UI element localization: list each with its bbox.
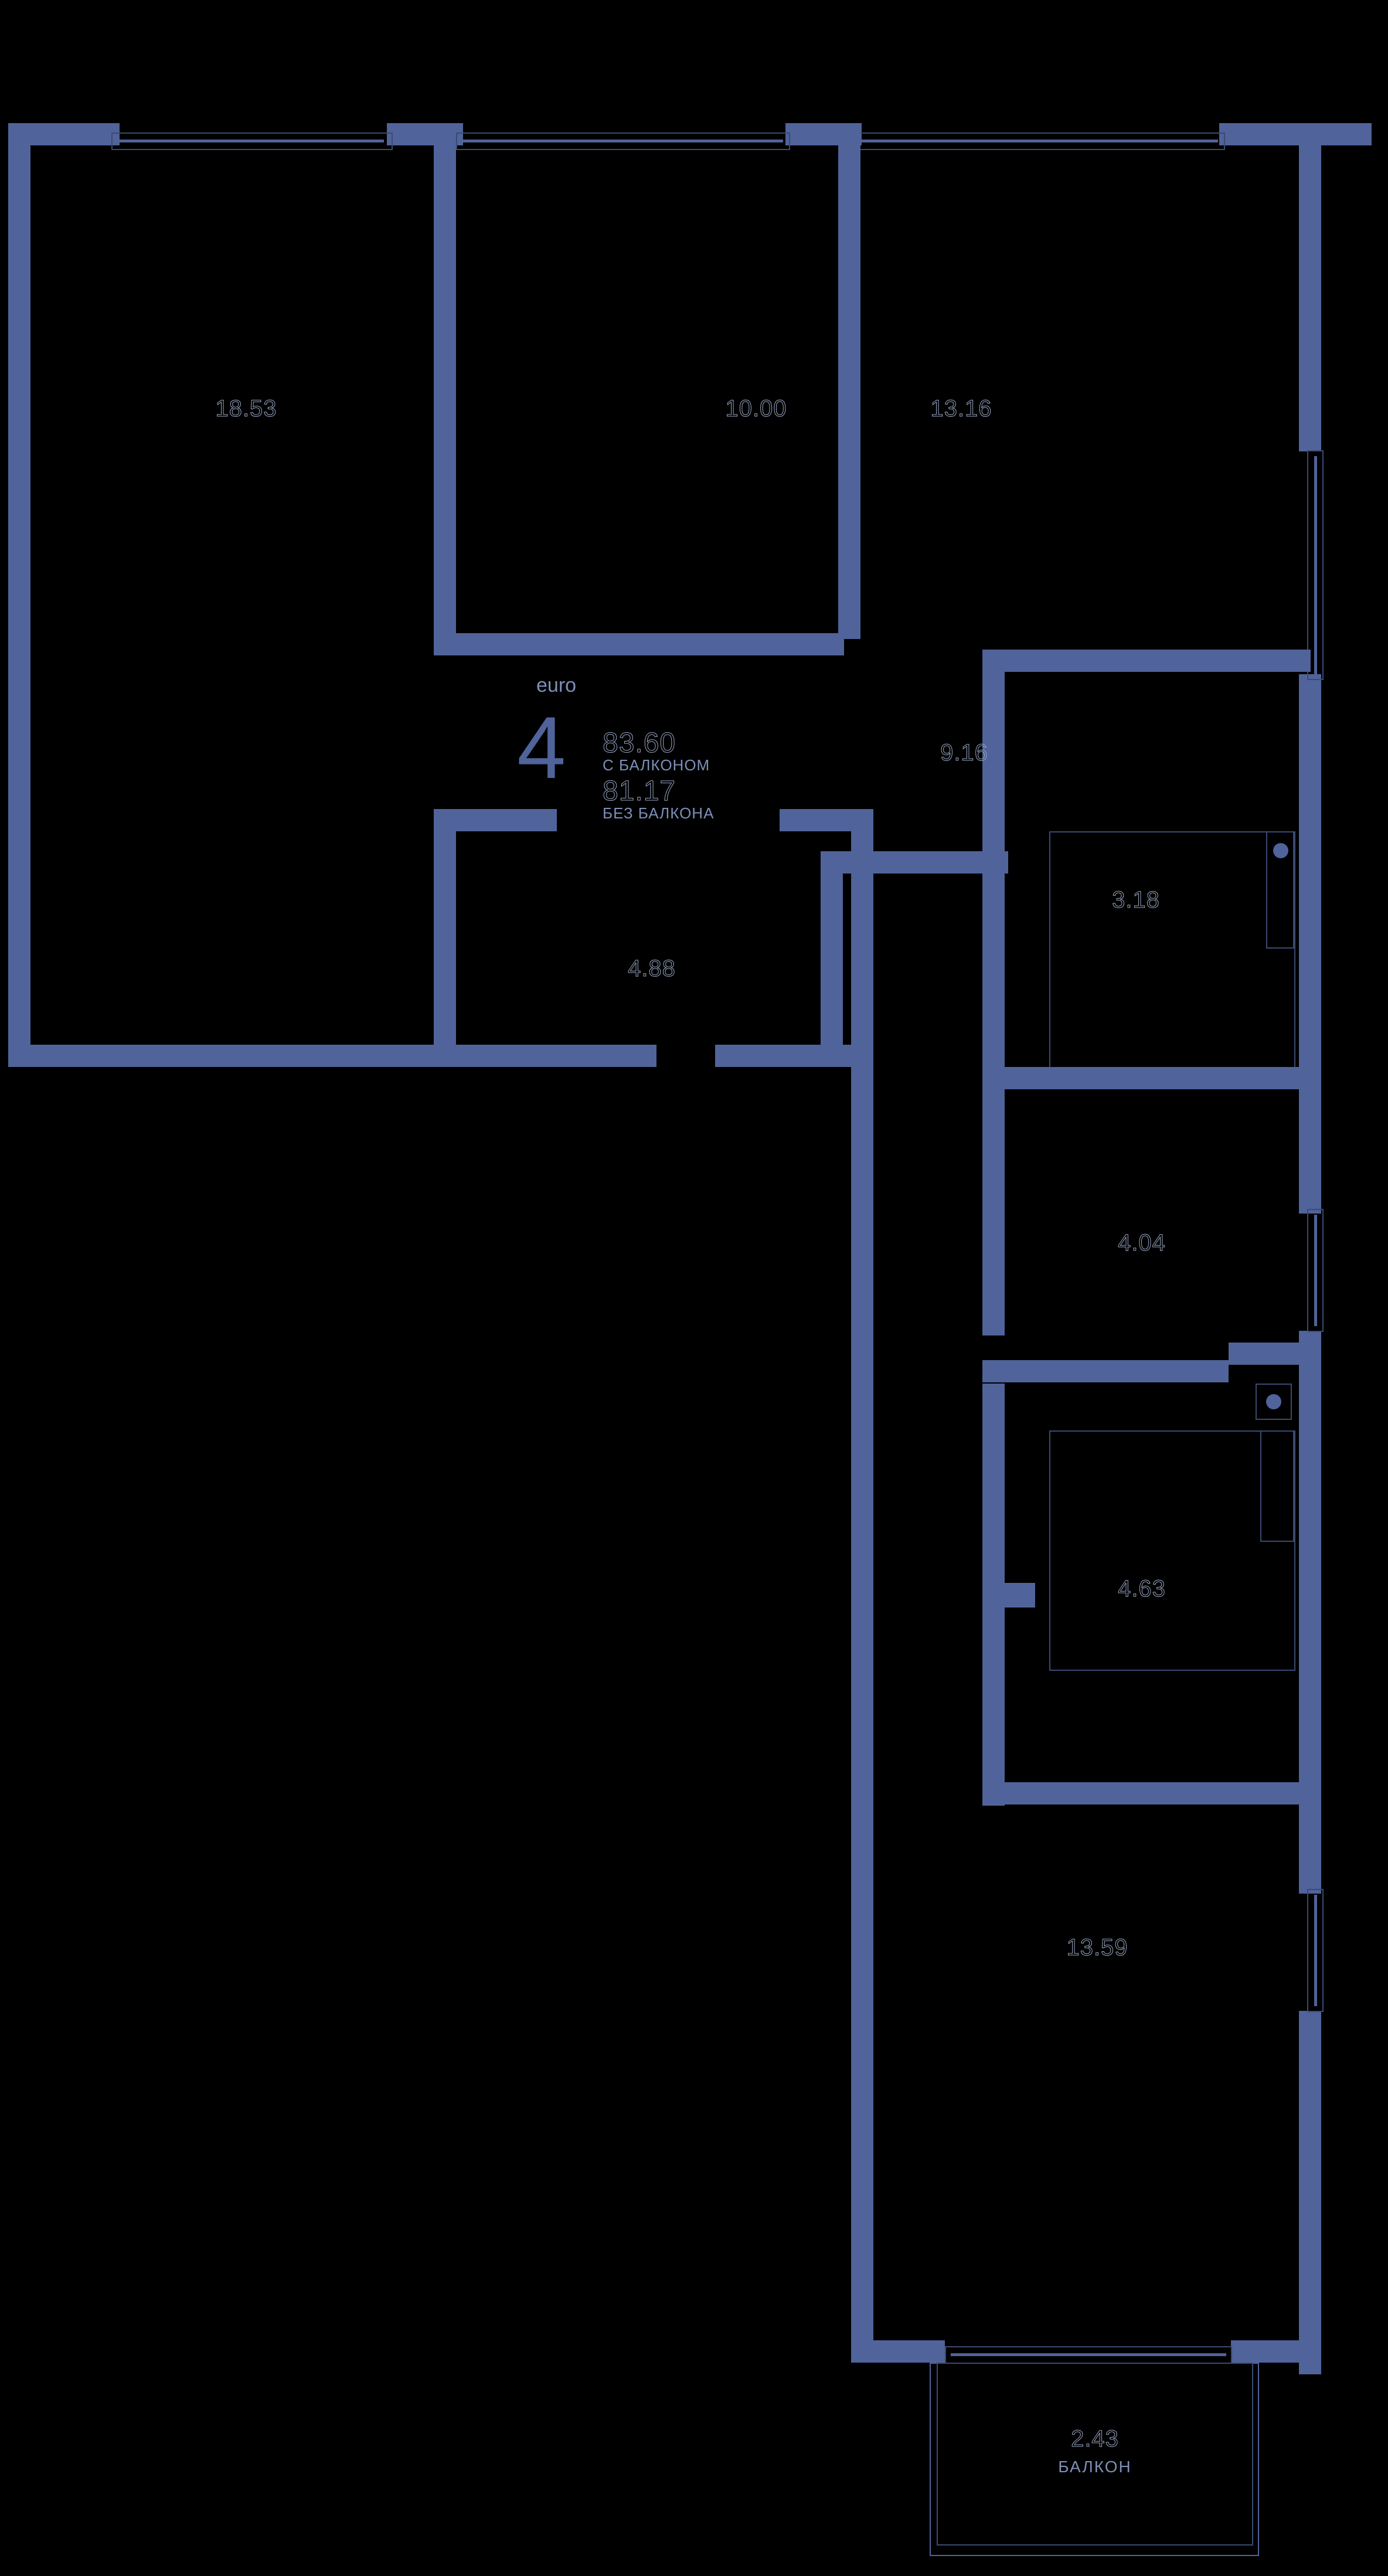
wall-right-outer-upper [1299, 123, 1321, 451]
window-frame-right-2 [1307, 1209, 1324, 1332]
wall-right-outer-lower [1299, 2011, 1321, 2374]
wall-bath-lower-notch [1005, 1583, 1035, 1608]
window-sash-right-3 [1314, 1895, 1317, 2006]
window-sash-right-1 [1314, 456, 1317, 674]
area-label-wc: 4.04 [1118, 1230, 1166, 1256]
area-label-living: 13.59 [1066, 1935, 1128, 1961]
fixture-box-toilet-upper [1266, 831, 1294, 949]
wall-living-left-jog [851, 1395, 873, 1419]
wall-partition-bedroomL-bedroomM [434, 123, 456, 339]
fixture-dot-sink-mid [1266, 1394, 1281, 1409]
wall-wc-bottom [982, 1360, 1229, 1382]
wall-hall-right [851, 809, 873, 1067]
wall-wc-left [982, 1089, 1005, 1335]
rooms-count: 4 [517, 698, 566, 797]
area-without-balcony-value: 81.17 [602, 776, 676, 807]
wall-bedroomR-bottom [982, 650, 1311, 672]
wall-bath-lower-left2 [982, 1618, 1005, 1806]
wall-corridor-long-vert [851, 1067, 873, 2363]
area-label-bathroom-upper: 3.18 [1112, 887, 1160, 913]
area-label-hall: 4.88 [628, 956, 676, 982]
window-frame-right-1 [1307, 450, 1324, 680]
window-sash-right-2 [1314, 1215, 1317, 1326]
wall-bath-upper-left [982, 868, 1005, 1090]
wall-top-far-right-outer [1219, 123, 1372, 145]
wall-corridor-bottom [821, 851, 1008, 874]
window-frame-top-2 [456, 132, 790, 150]
wall-hall-bottom-left [557, 1045, 656, 1067]
fixture-box-shower-lower [1260, 1430, 1294, 1542]
area-label-bathroom-lower: 4.63 [1118, 1576, 1166, 1602]
window-frame-top-1 [111, 132, 393, 150]
wall-left-block-bottom [8, 1045, 653, 1067]
wall-hall-bottom-right [715, 1045, 873, 1067]
wall-corridor-left-lower [821, 851, 843, 1051]
wall-living-bottom-left [851, 2340, 945, 2363]
wall-bath-lower-left [982, 1384, 1005, 1618]
window-sash-top-3 [862, 140, 1218, 142]
wall-hall-top-left [434, 809, 557, 831]
wall-living-bottom-right [1231, 2340, 1321, 2363]
window-frame-right-3 [1307, 1889, 1324, 2012]
room-outline-bathroom-lower [1049, 1430, 1295, 1671]
wall-partition-bedroomM-bedroomR [838, 123, 860, 639]
area-label-balcony: 2.43 [1071, 2426, 1119, 2452]
wall-corridor-left-vert [982, 650, 1005, 852]
area-label-bedroom-left: 18.53 [215, 396, 277, 422]
window-sash-top-1 [117, 140, 384, 142]
area-label-corridor: 9.16 [940, 740, 988, 766]
wall-hall-left [434, 809, 456, 1067]
room-name-balcony: БАЛКОН [1058, 2458, 1132, 2476]
area-label-bedroom-right: 13.16 [930, 396, 992, 422]
fixture-dot-toilet-upper [1273, 843, 1288, 858]
wall-bath-lower-bottom [982, 1782, 1311, 1804]
series-label: euro [536, 674, 577, 696]
room-outline-balcony-inner [937, 2363, 1253, 2546]
wall-right-outer-mid2 [1299, 1331, 1321, 1894]
window-sash-balcony-door [951, 2353, 1226, 2356]
area-with-balcony-caption: С БАЛКОНОМ [603, 756, 710, 774]
wall-right-outer-mid1 [1299, 674, 1321, 1214]
title-block: euro 4 83.60 С БАЛКОНОМ 81.17 БЕЗ БАЛКОН… [504, 674, 785, 827]
wall-bath-upper-bottom [982, 1067, 1311, 1089]
wall-left-outer [8, 123, 30, 1067]
wall-bedroomM-bottom [434, 633, 844, 655]
room-outline-bathroom-upper [1049, 831, 1295, 1072]
wall-wc-bottom-right [1229, 1343, 1316, 1365]
area-with-balcony-value: 83.60 [602, 728, 676, 759]
area-label-bedroom-mid: 10.00 [725, 396, 787, 422]
window-sash-top-2 [462, 140, 783, 142]
fixture-box-sink-mid [1256, 1384, 1292, 1420]
area-without-balcony-caption: БЕЗ БАЛКОНА [603, 804, 715, 822]
wall-partition-bedroomL-bedroomM-lower [434, 339, 456, 650]
